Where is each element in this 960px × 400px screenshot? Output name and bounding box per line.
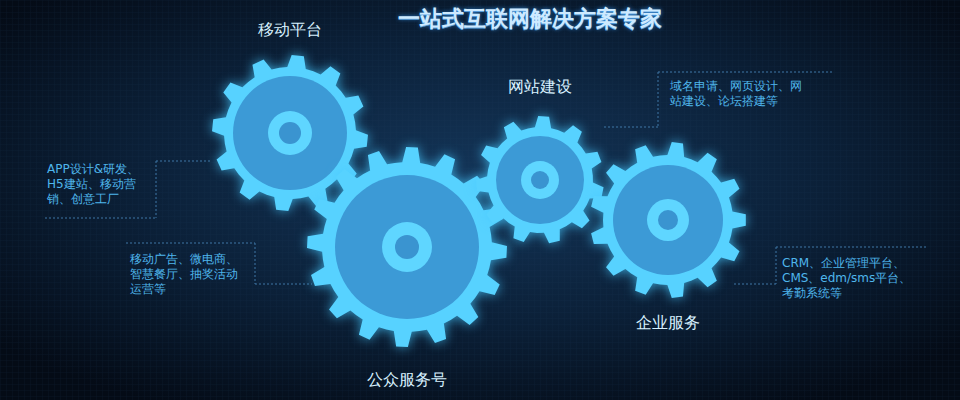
gear-hole [279,122,301,144]
gear-teeth [476,116,604,243]
gear-title: 移动平台 [258,20,322,41]
gear-title: 企业服务 [636,313,700,334]
service-description: 移动广告、微电商、智慧餐厅、抽奖活动运营等 [130,252,242,297]
gear-title: 网站建设 [508,77,572,98]
gear-shape [307,147,507,347]
gear-body [613,165,723,275]
gear-teeth [591,142,746,298]
gear-shape [590,142,746,298]
gear-body [233,76,347,190]
gear-hub [521,161,559,199]
gear-hole [531,171,549,189]
gear-hole [658,210,678,230]
gear-hub [382,222,432,272]
service-description: 域名申请、网页设计、网站建设、论坛搭建等 [670,79,804,109]
gear-shape [476,116,604,244]
gear-hole [395,235,419,259]
service-description: APP设计&研发、H5建站、移动营销、创意工厂 [47,162,152,207]
leader-line [604,72,832,127]
gear-title: 公众服务号 [367,370,447,391]
gear-node: 企业服务 [590,142,746,298]
gear-hub [647,199,689,241]
gear-body [496,136,584,224]
gear-body [335,175,479,319]
gear-node: 网站建设 [476,116,604,244]
page-title: 一站式互联网解决方案专家 [330,4,730,34]
leader-line [45,161,212,218]
gear-node: 公众服务号 [307,147,507,347]
service-description: CRM、企业管理平台、CMS、edm/sms平台、考勤系统等 [782,256,912,301]
gear-teeth [307,147,507,347]
gear-hub [268,111,312,155]
